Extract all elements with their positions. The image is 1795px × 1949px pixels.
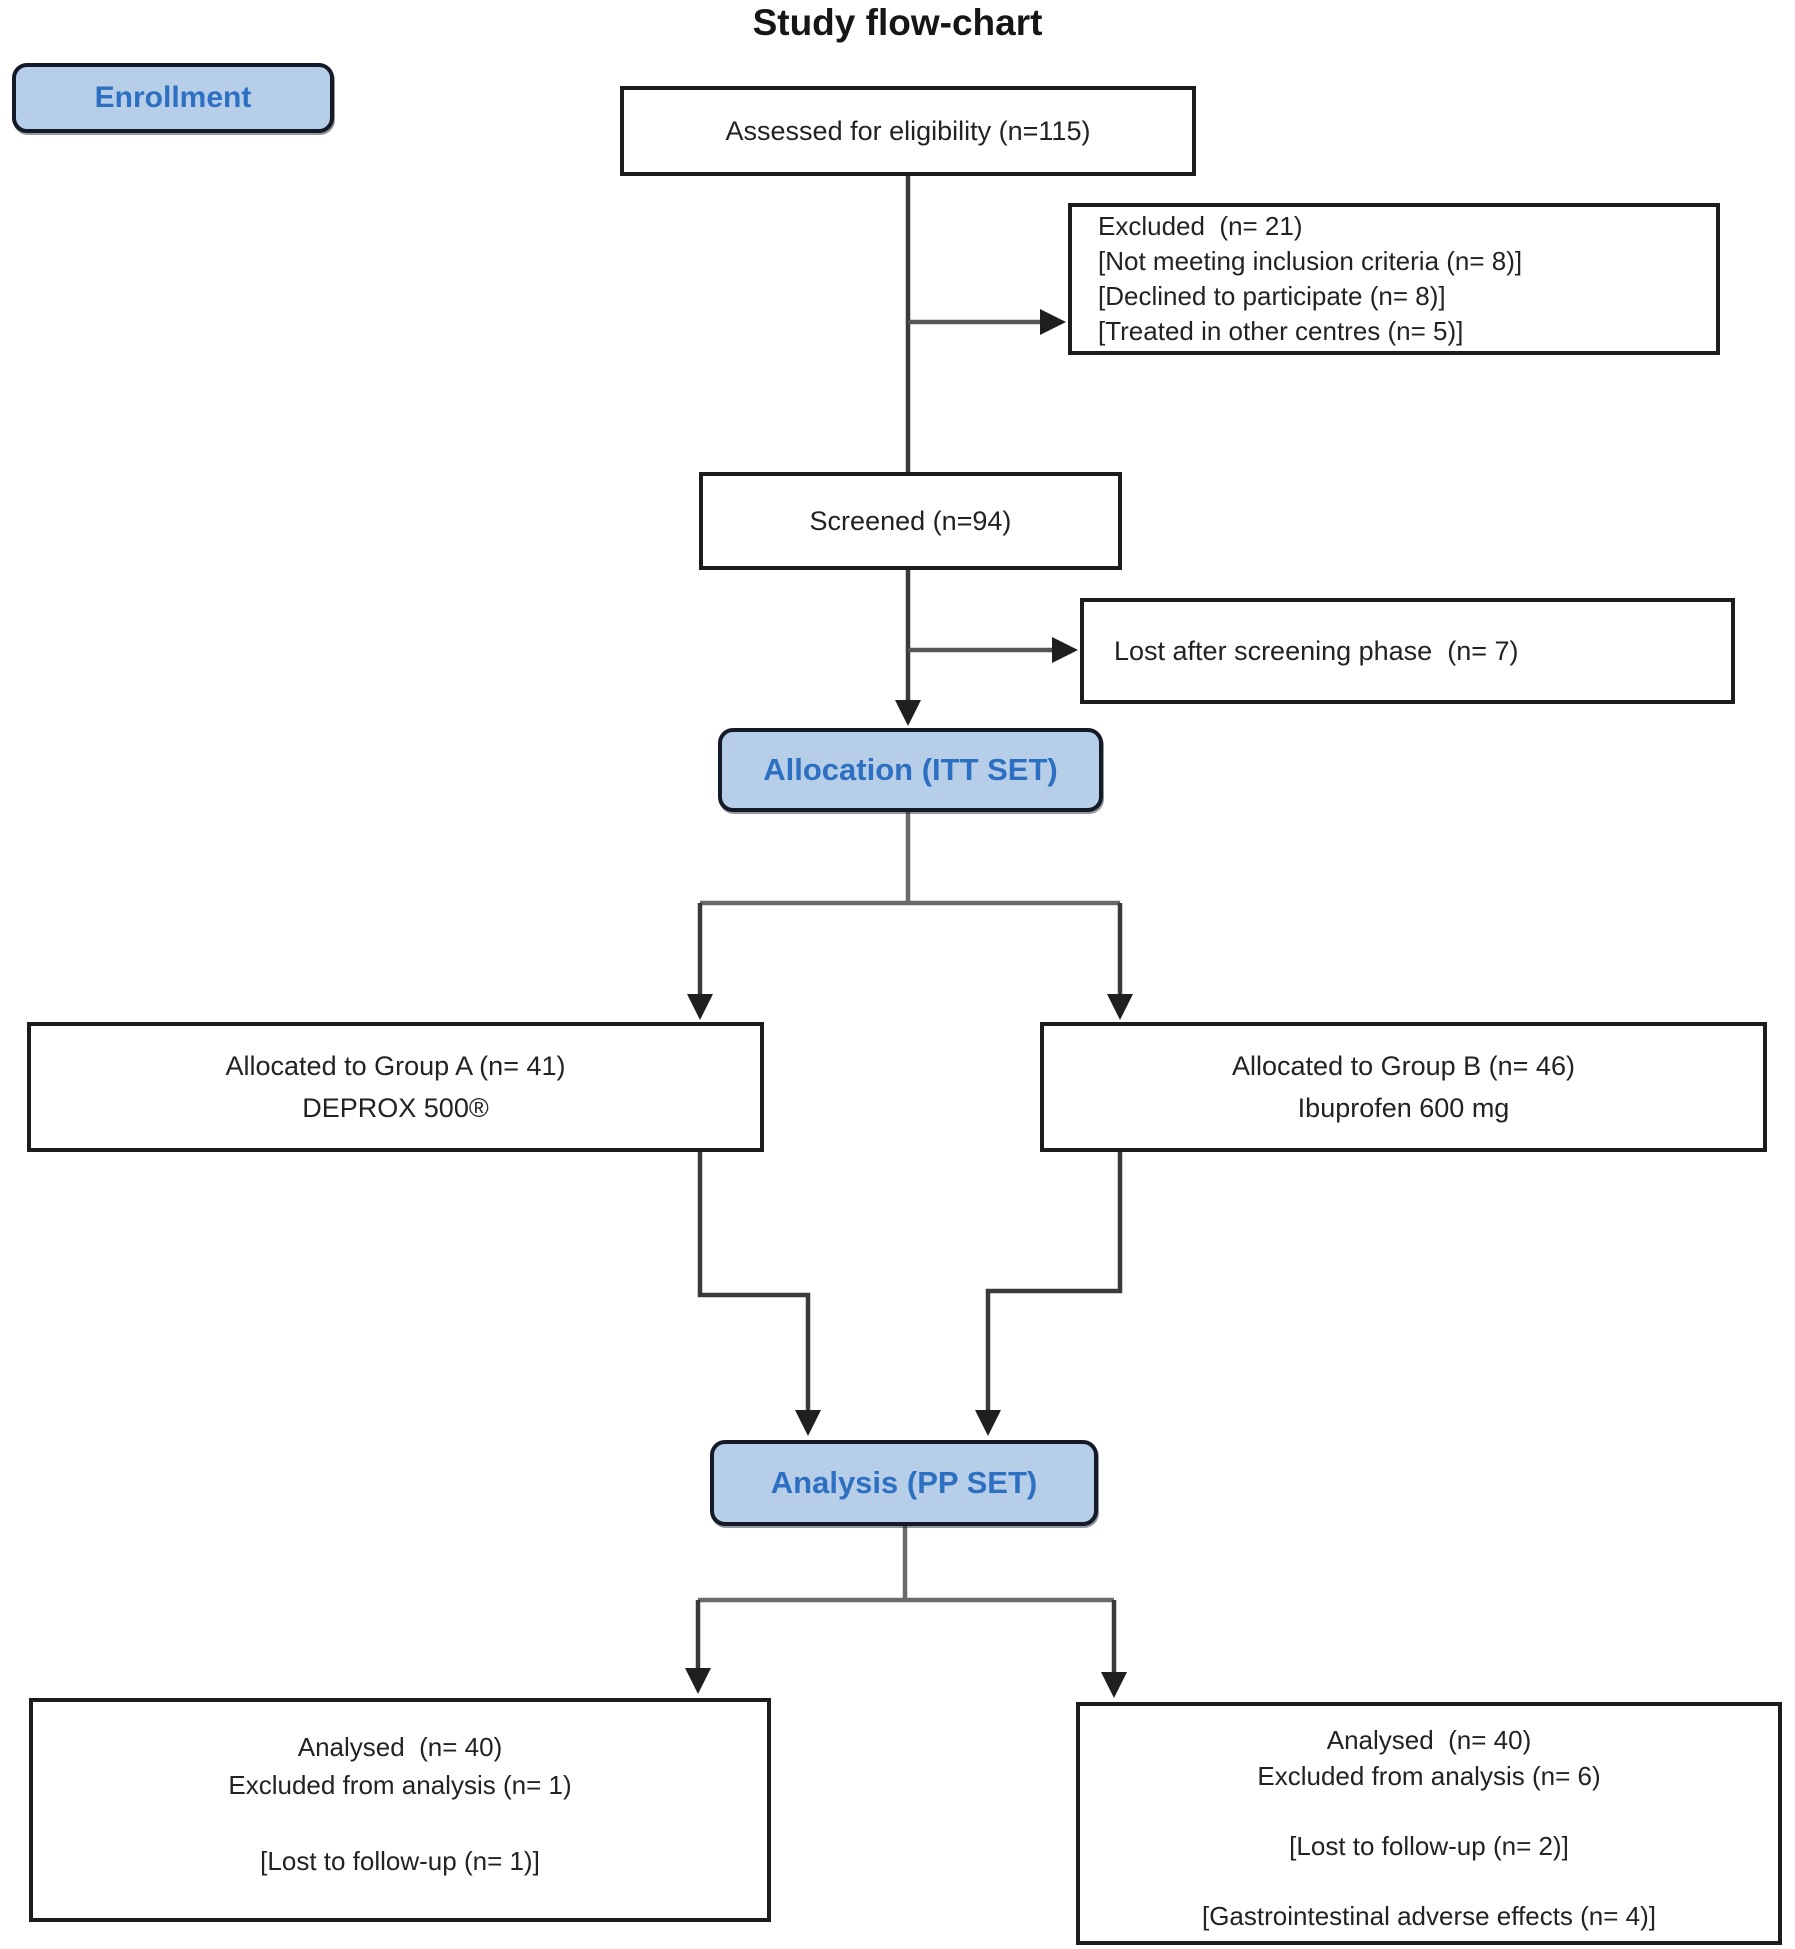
stage-allocation-label: Allocation (ITT SET) xyxy=(763,752,1058,787)
box-group-a: Allocated to Group A (n= 41) DEPROX 500® xyxy=(27,1022,764,1152)
screened-text: Screened (n=94) xyxy=(809,506,1012,536)
arrowhead-allocation xyxy=(895,700,921,726)
group-b-line-2: Ibuprofen 600 mg xyxy=(1297,1093,1510,1123)
arrowhead-analysedB xyxy=(1101,1672,1127,1698)
group-a-line-1: Allocated to Group A (n= 41) xyxy=(225,1051,566,1081)
excluded-line-4: [Treated in other centres (n= 5)] xyxy=(1098,316,1464,346)
stage-enrollment: Enrollment xyxy=(12,63,334,133)
analysed-b-line-3: [Lost to follow-up (n= 2)] xyxy=(1289,1831,1569,1861)
arrowhead-groupA xyxy=(687,994,713,1020)
assessed-text: Assessed for eligibility (n=115) xyxy=(725,116,1091,146)
connector-groupA-analysis xyxy=(697,1152,811,1412)
box-group-b: Allocated to Group B (n= 46) Ibuprofen 6… xyxy=(1040,1022,1767,1152)
arrowhead-analysis-right xyxy=(975,1410,1001,1436)
box-assessed: Assessed for eligibility (n=115) xyxy=(620,86,1196,176)
lost-text: Lost after screening phase (n= 7) xyxy=(1114,636,1519,666)
group-b-line-1: Allocated to Group B (n= 46) xyxy=(1232,1051,1575,1081)
box-screened: Screened (n=94) xyxy=(699,472,1122,570)
arrowhead-groupB xyxy=(1107,994,1133,1020)
analysed-a-line-2: Excluded from analysis (n= 1) xyxy=(228,1770,572,1800)
box-analysed-b: Analysed (n= 40) Excluded from analysis … xyxy=(1076,1702,1782,1945)
arrowhead-analysis-left xyxy=(795,1410,821,1436)
analysed-a-line-3: [Lost to follow-up (n= 1)] xyxy=(260,1846,540,1876)
excluded-line-2: [Not meeting inclusion criteria (n= 8)] xyxy=(1098,246,1523,276)
stage-enrollment-label: Enrollment xyxy=(94,81,252,114)
analysed-b-line-1: Analysed (n= 40) xyxy=(1326,1725,1532,1755)
arrowhead-lost xyxy=(1052,637,1078,663)
excluded-line-3: [Declined to participate (n= 8)] xyxy=(1098,281,1446,311)
stage-analysis-label: Analysis (PP SET) xyxy=(770,1465,1038,1500)
connector-allocation-split xyxy=(700,812,1120,906)
box-analysed-a: Analysed (n= 40) Excluded from analysis … xyxy=(29,1698,771,1922)
arrowhead-excluded xyxy=(1040,309,1066,335)
box-excluded: Excluded (n= 21) [Not meeting inclusion … xyxy=(1068,203,1720,355)
analysed-b-line-4: [Gastrointestinal adverse effects (n= 4)… xyxy=(1201,1901,1657,1931)
arrowhead-analysedA xyxy=(685,1668,711,1694)
analysed-b-line-2: Excluded from analysis (n= 6) xyxy=(1257,1761,1601,1791)
connector-analysis-split xyxy=(698,1526,1114,1603)
stage-analysis: Analysis (PP SET) xyxy=(710,1440,1098,1526)
excluded-line-1: Excluded (n= 21) xyxy=(1098,211,1303,241)
connector-groupB-analysis xyxy=(985,1152,1123,1412)
page-title: Study flow-chart xyxy=(752,2,1043,43)
box-lost-after-screening: Lost after screening phase (n= 7) xyxy=(1080,598,1735,704)
stage-allocation: Allocation (ITT SET) xyxy=(718,728,1103,812)
analysed-a-line-1: Analysed (n= 40) xyxy=(297,1732,503,1762)
group-a-line-2: DEPROX 500® xyxy=(302,1093,489,1123)
